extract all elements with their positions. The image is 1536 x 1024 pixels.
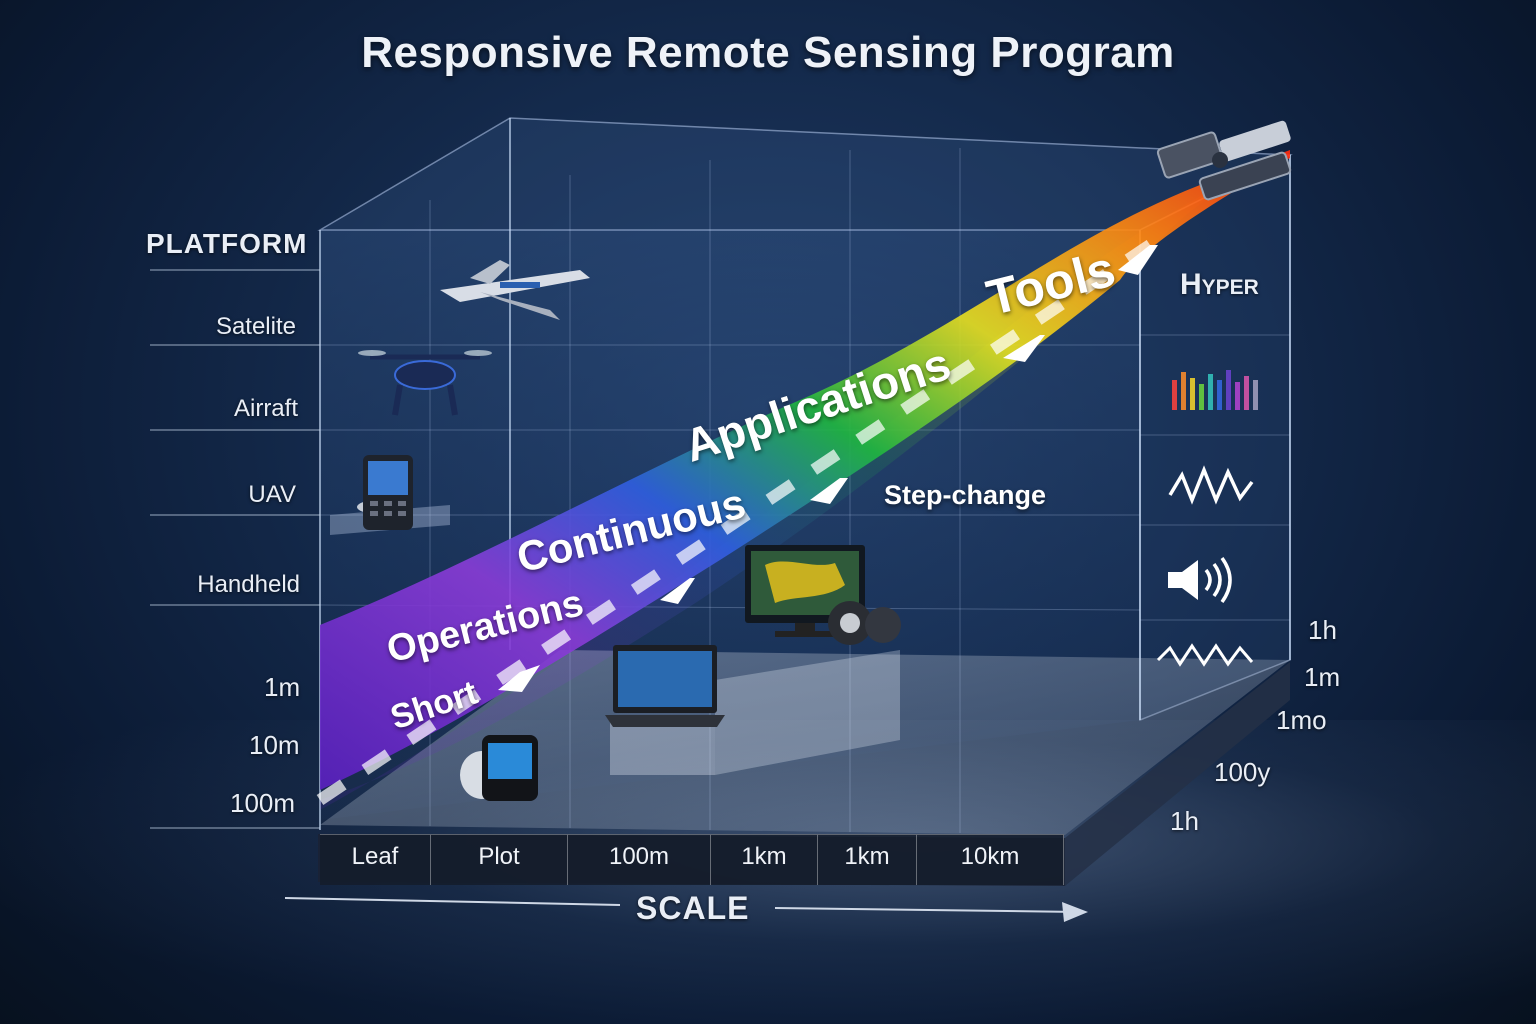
platform-label-handheld: Handheld	[197, 571, 300, 598]
waveform-icon	[1168, 465, 1254, 505]
dashed-arrow-path	[316, 240, 1154, 805]
drone-icon	[358, 350, 492, 416]
scale-cell-leaf: Leaf	[320, 834, 431, 885]
hyper-label: Hyper	[1180, 268, 1259, 301]
time-slab	[1065, 662, 1290, 886]
platform-axis-title: PLATFORM	[146, 228, 308, 259]
cube-right-face	[1139, 153, 1291, 722]
scale-arrow-right	[774, 907, 1081, 913]
step-block-2	[715, 650, 900, 775]
aircraft-icon	[440, 260, 590, 320]
time-label-1h-top: 1h	[1308, 615, 1337, 645]
speaker-icon	[1168, 556, 1232, 604]
platform-label-satelite: Satelite	[215, 313, 296, 340]
scale-cell-1km-b: 1km	[818, 834, 917, 885]
time-label-1m: 1m	[1304, 662, 1341, 692]
satellite-icon	[1156, 120, 1292, 201]
step-change-label: Step-change	[884, 480, 1047, 510]
spectrum-bars-icon	[1172, 370, 1258, 410]
smartphone-icon	[460, 735, 538, 801]
resolution-label-10m: 10m	[249, 730, 300, 760]
scale-axis-title: SCALE	[636, 890, 750, 926]
scale-cell-1km-a: 1km	[711, 834, 818, 885]
scale-cell-10km: 10km	[917, 834, 1064, 885]
time-label-100y: 100y	[1214, 757, 1271, 787]
scale-cell-plot: Plot	[431, 834, 568, 885]
platform-label-uav: UAV	[248, 481, 296, 508]
time-label-1mo: 1mo	[1276, 705, 1327, 735]
page-title: Responsive Remote Sensing Program	[361, 28, 1175, 77]
zigzag-wave-icon	[1156, 643, 1254, 667]
monitor-icon	[745, 545, 901, 645]
left-axis-ticks	[150, 269, 320, 829]
arrow-heads	[498, 245, 1158, 692]
resolution-label-100m: 100m	[230, 788, 296, 818]
handheld-device-icon	[357, 455, 413, 530]
platform-label-aircraft: Airraft	[233, 395, 298, 422]
scale-cell-100m: 100m	[568, 834, 711, 885]
step-block-1	[610, 720, 715, 775]
cube-floor	[320, 650, 1290, 835]
time-label-1h-bottom: 1h	[1170, 806, 1199, 836]
laptop-icon	[605, 645, 725, 727]
scale-arrow-head	[1062, 902, 1088, 922]
resolution-label-1m: 1m	[264, 672, 301, 702]
scale-arrow-left	[284, 897, 621, 906]
